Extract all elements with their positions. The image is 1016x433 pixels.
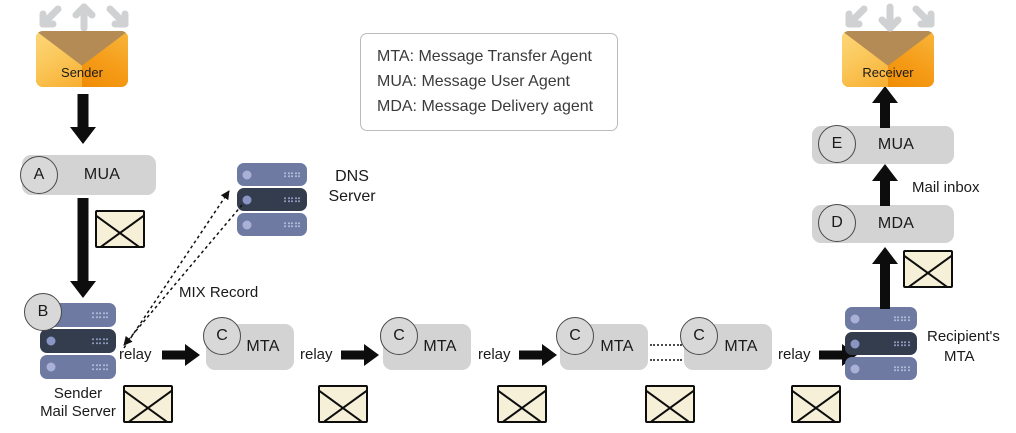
step-c-marker-1: C: [203, 317, 241, 355]
mail-inbox-label: Mail inbox: [912, 179, 980, 196]
recipient-mta-label-1: Recipient's: [927, 328, 1000, 345]
receiver-mail-label: Receiver: [862, 65, 914, 80]
dns-server-label-1: DNS: [335, 168, 369, 185]
receiver-mda-label: MDA: [877, 215, 915, 232]
step-a-marker: A: [20, 156, 58, 194]
arrow-relay-3: [519, 344, 557, 366]
arrow-mua-to-mailserver: [70, 198, 96, 298]
relay-label-2: relay: [300, 346, 333, 363]
mta-ellipsis-link-lower: [650, 359, 682, 361]
step-d-marker: D: [818, 204, 856, 242]
arrow-mda-to-mua: [872, 164, 898, 206]
sender-mail-server-label-1: Sender: [53, 385, 103, 402]
sender-mail-server-label-2: Mail Server: [40, 403, 116, 420]
step-b-marker: B: [24, 293, 62, 331]
arrow-relay-1: [162, 344, 200, 366]
envelope-icon-7: [903, 250, 953, 288]
receiver-mail-icon: Receiver: [842, 31, 934, 87]
relay-label-1: relay: [119, 346, 152, 363]
incoming-arrows-icon: [838, 2, 942, 32]
legend-line-mta: MTA: Message Transfer Agent: [377, 48, 592, 65]
arrow-mua-to-receiver: [872, 86, 898, 128]
mx-record-label: MIX Record: [179, 284, 259, 301]
step-c-marker-3: C: [556, 317, 594, 355]
sender-mail-label: Sender: [61, 65, 103, 80]
envelope-icon-5: [645, 385, 695, 423]
envelope-icon-6: [791, 385, 841, 423]
arrow-sender-to-mua: [70, 94, 96, 144]
dns-server-icon: [237, 163, 307, 238]
envelope-icon-3: [318, 385, 368, 423]
dns-server-label-2: Server: [328, 188, 376, 205]
relay-label-3: relay: [478, 346, 511, 363]
receiver-mua-label: MUA: [877, 136, 915, 153]
step-c-marker-2: C: [380, 317, 418, 355]
recipient-mta-label-2: MTA: [944, 348, 975, 365]
arrow-mta-to-mda: [872, 247, 898, 309]
recipient-mta-server-icon: [845, 307, 917, 382]
legend-line-mua: MUA: Message User Agent: [377, 73, 570, 90]
legend-box: MTA: Message Transfer Agent MUA: Message…: [360, 33, 618, 131]
relay-label-4: relay: [778, 346, 811, 363]
step-e-marker: E: [818, 125, 856, 163]
sender-mail-icon: Sender: [36, 31, 128, 87]
sender-mua-label: MUA: [83, 166, 121, 183]
outgoing-arrows-icon: [32, 2, 136, 32]
envelope-icon-1: [95, 210, 145, 248]
legend-line-mda: MDA: Message Delivery agent: [377, 98, 594, 115]
step-c-marker-4: C: [680, 317, 718, 355]
envelope-icon-4: [497, 385, 547, 423]
arrow-relay-2: [341, 344, 379, 366]
mta-ellipsis-link-upper: [650, 344, 682, 346]
envelope-icon-2: [123, 385, 173, 423]
